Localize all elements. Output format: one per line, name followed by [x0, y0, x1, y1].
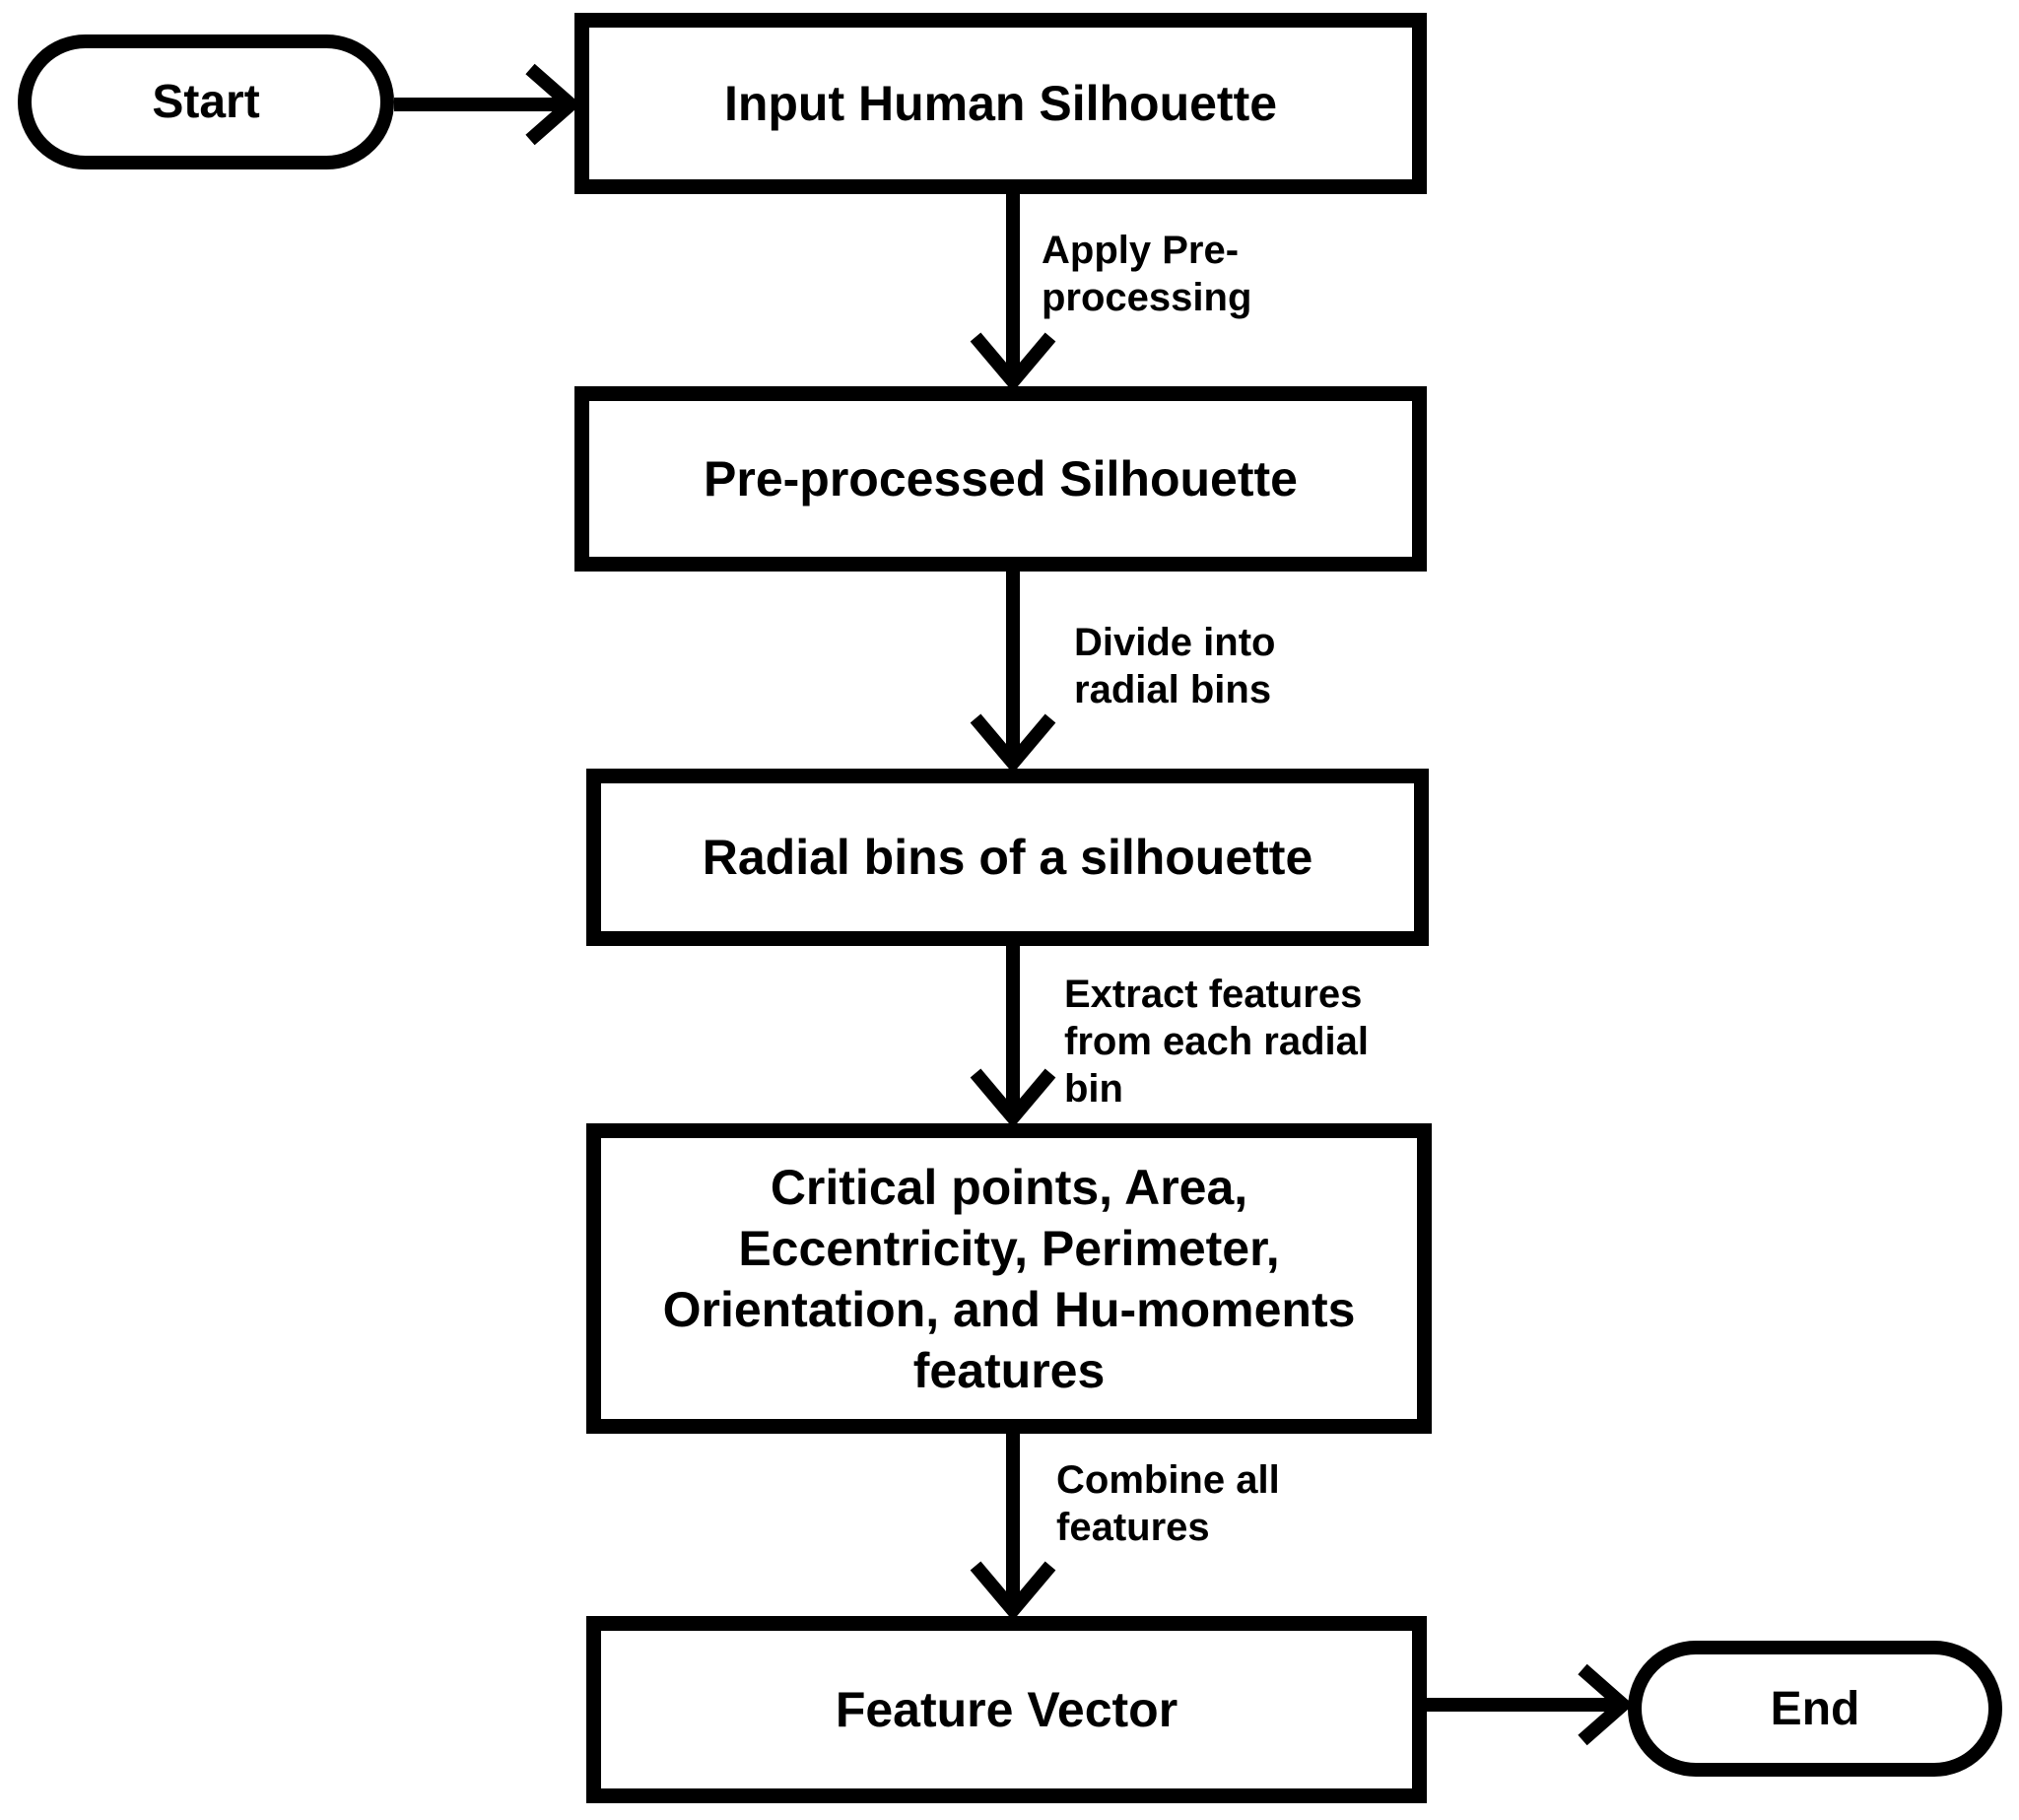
- node-extracted-features: Critical points, Area, Eccentricity, Per…: [586, 1123, 1432, 1434]
- node-input-human-silhouette: Input Human Silhouette: [574, 13, 1427, 194]
- node-feature-vector-label: Feature Vector: [835, 1682, 1178, 1737]
- node-extracted-features-label: Critical points, Area, Eccentricity, Per…: [662, 1159, 1356, 1398]
- node-pre-processed-silhouette-label: Pre-processed Silhouette: [704, 451, 1298, 506]
- node-radial-bins-label: Radial bins of a silhouette: [702, 830, 1313, 885]
- edge-label-extract-features: Extract features from each radial bin: [1064, 973, 1370, 1111]
- node-radial-bins: Radial bins of a silhouette: [586, 769, 1429, 946]
- node-end: End: [1628, 1641, 2002, 1777]
- node-end-label: End: [1770, 1682, 1860, 1735]
- node-feature-vector: Feature Vector: [586, 1616, 1427, 1803]
- arrow-radialbins-to-features: [970, 946, 1056, 1128]
- arrow-input-to-preprocessed: [970, 194, 1056, 392]
- edge-label-divide-into-radial-bins: Divide into radial bins: [1074, 621, 1276, 711]
- arrow-start-to-input: [394, 63, 581, 146]
- arrow-features-to-featurevector: [970, 1434, 1056, 1621]
- node-start: Start: [18, 34, 394, 169]
- edge-label-combine-all-features: Combine all features: [1056, 1458, 1280, 1549]
- edge-label-apply-preprocessing: Apply Pre- processing: [1042, 229, 1252, 319]
- arrow-preprocessed-to-radialbins: [970, 572, 1056, 774]
- node-input-human-silhouette-label: Input Human Silhouette: [723, 76, 1278, 131]
- arrow-featurevector-to-end: [1427, 1663, 1634, 1746]
- node-pre-processed-silhouette: Pre-processed Silhouette: [574, 386, 1427, 572]
- node-start-label: Start: [152, 76, 260, 128]
